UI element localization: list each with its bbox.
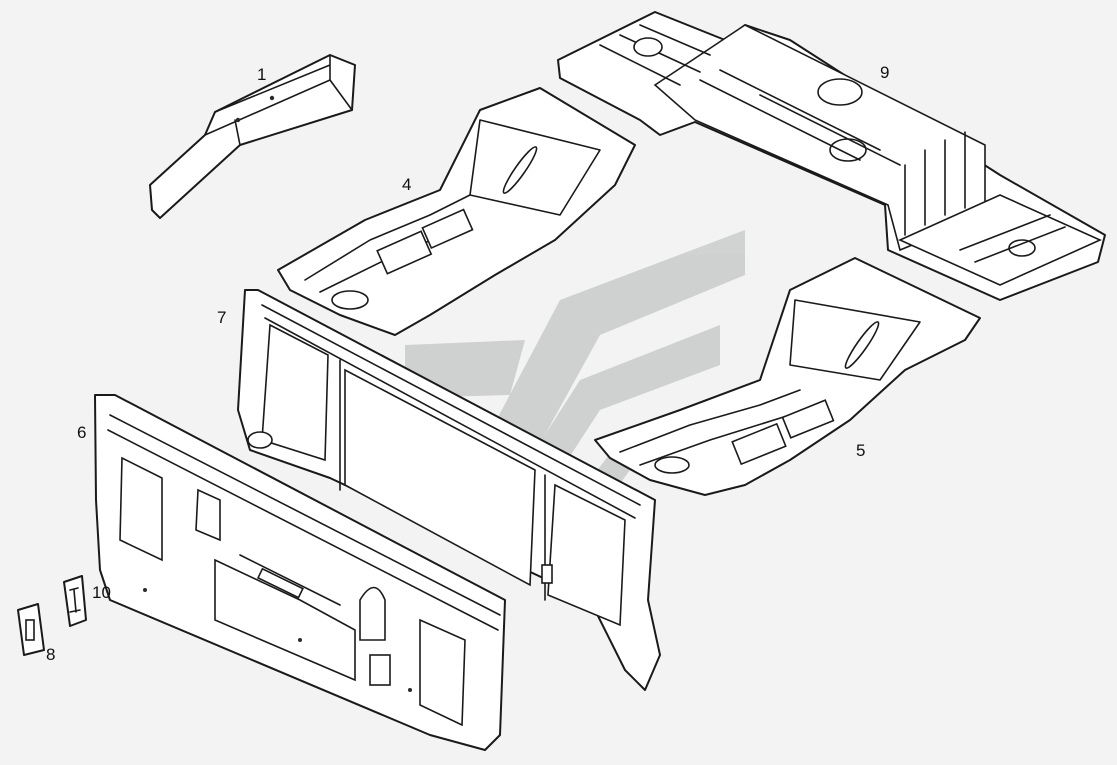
callout-9: 9 [880,63,889,82]
callout-8: 8 [46,645,55,664]
callout-5: 5 [856,441,865,460]
callout-1: 1 [257,65,266,84]
part-7-frame-panel [237,289,661,691]
part-9-floor-tunnel [557,11,1106,301]
part-6-rear-panel [94,394,506,751]
callout-10: 10 [92,583,111,602]
part-5-floor-pan [594,257,981,496]
part-4-floor-pan [277,87,636,336]
callout-6: 6 [77,423,86,442]
part-10-bracket [63,575,87,627]
callout-4: 4 [402,175,411,194]
part-1-member [149,54,356,219]
callout-7: 7 [217,308,226,327]
part-8-bracket [17,603,45,656]
